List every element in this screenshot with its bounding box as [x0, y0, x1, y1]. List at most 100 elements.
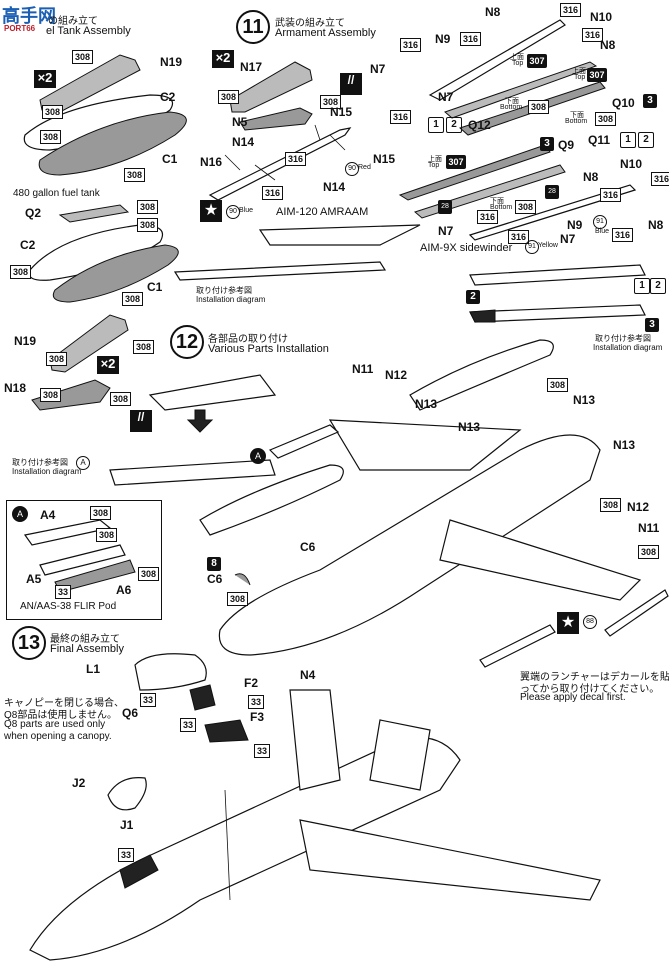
- color-code-28: 28: [438, 200, 452, 214]
- circled-3-b: 3: [540, 137, 554, 151]
- color-yellow: Yellow: [538, 242, 558, 249]
- launcher-mid-1: [398, 144, 551, 201]
- part-label-n7-c: N7: [438, 224, 454, 238]
- circled-1-a: 1: [428, 117, 444, 133]
- aircraft-c6-part: [234, 573, 251, 586]
- color-code-307-b: 307: [587, 68, 607, 82]
- top-en: Top: [512, 60, 524, 67]
- color-code-307-c: 307: [446, 155, 466, 169]
- color-code: 308: [515, 200, 537, 214]
- part-label-n8: N8: [485, 5, 501, 19]
- part-label-q2: Q2: [25, 206, 42, 220]
- color-code: 308: [46, 352, 68, 366]
- color-code: 308: [96, 528, 118, 542]
- part-label-n15: N15: [330, 105, 353, 119]
- fuel-tank-half-c1: [38, 111, 187, 176]
- aircraft-wing-right: [439, 519, 642, 601]
- color-code: 308: [122, 292, 144, 306]
- install-detail-fuselage: [109, 459, 276, 486]
- color-code-90: 90: [345, 162, 359, 176]
- step13-title-jp: 最終の組み立て: [50, 634, 120, 645]
- multiplier-x2-armament: ×2: [212, 50, 234, 68]
- part-label-c6-b: C6: [207, 572, 223, 586]
- part-label-n5: N5: [232, 115, 248, 129]
- bottom-jp-c: 下面: [490, 198, 504, 205]
- flir-caption: AN/AAS-38 FLIR Pod: [20, 601, 117, 612]
- pylon-n18: [31, 379, 111, 411]
- step-number-12: 12: [170, 325, 204, 359]
- canopy-note-en1: Q8 parts are used only: [4, 719, 106, 730]
- part-label-n13-d: N13: [613, 438, 636, 452]
- part-label-n18: N18: [4, 381, 27, 395]
- color-code-8: 8: [207, 557, 221, 571]
- final-canopy-l1: [134, 653, 207, 691]
- step12-title-jp: 各部品の取り付け: [208, 334, 288, 345]
- fuel-tank2-half-c2: [28, 224, 164, 281]
- color-code: 33: [180, 718, 197, 732]
- amraam-missile: [208, 127, 352, 201]
- launcher-mid-2: [413, 164, 566, 219]
- sidewinder-lower: [468, 184, 637, 241]
- flir-callout-a: A: [12, 506, 28, 522]
- pylon-n17: [229, 61, 313, 113]
- aircraft-launcher-right: [604, 589, 669, 637]
- part-label-n13-b: N13: [458, 420, 481, 434]
- install-detail-arrow: [186, 409, 214, 433]
- launcher-upper-1: [444, 61, 598, 119]
- color-code-307: 307: [527, 54, 547, 68]
- part-label-n9: N9: [435, 32, 451, 46]
- sidewinder-upper: [428, 19, 566, 101]
- color-code: 308: [72, 50, 94, 64]
- part-label-n17: N17: [240, 60, 263, 74]
- callout-a-main: A: [250, 448, 266, 464]
- color-code: 308: [124, 168, 146, 182]
- bottom-jp-b: 下面: [570, 112, 584, 119]
- part-label-c2: C2: [160, 90, 176, 104]
- install-detail-wing: [148, 374, 277, 411]
- sidewinder-caption: AIM-9X sidewinder: [420, 242, 513, 254]
- final-vertical-tail: [289, 689, 341, 791]
- color-code-88: 88: [583, 615, 597, 629]
- flir-pod-box: [6, 500, 162, 620]
- color-code: 316: [600, 188, 622, 202]
- part-label-n10: N10: [590, 10, 613, 24]
- launcher-note-jp2: ってから取り付けてください。: [520, 684, 660, 695]
- circled-2-d: 2: [466, 290, 480, 304]
- multiplier-x2-pylon: ×2: [97, 356, 119, 374]
- part-label-f2: F2: [244, 676, 259, 690]
- final-part-f3: [204, 719, 249, 743]
- part-label-n9-b: N9: [567, 218, 583, 232]
- launcher-note-en: Please apply decal first.: [520, 692, 626, 703]
- part-label-q9: Q9: [558, 138, 575, 152]
- step-number-13: 13: [12, 626, 46, 660]
- color-code: 308: [595, 112, 617, 126]
- final-part-f2: [189, 684, 216, 711]
- color-code: 308: [528, 100, 550, 114]
- top-en-b: Top: [574, 74, 586, 81]
- fuel-tank-pylon-q2: [58, 204, 130, 223]
- aircraft-fuel-tank-left: [199, 464, 344, 536]
- part-label-c2-b: C2: [20, 238, 36, 252]
- color-code: 308: [320, 95, 342, 109]
- final-leader-line: [224, 789, 231, 901]
- fuel-tank2-half-c1: [52, 244, 179, 303]
- color-code: 308: [133, 340, 155, 354]
- callout-a-small: A: [76, 456, 90, 470]
- fuel-step-jp: の組み立て: [48, 16, 98, 27]
- color-code: 308: [137, 200, 159, 214]
- watermark-logo: 高手网 PORT66: [2, 2, 62, 36]
- pylon-n5: [239, 107, 313, 131]
- part-label-q12: Q12: [468, 118, 491, 132]
- color-code: 316: [285, 152, 307, 166]
- bottom-en-b: Bottom: [565, 118, 588, 125]
- part-label-c1-b: C1: [147, 280, 163, 294]
- bottom-jp: 下面: [505, 98, 519, 105]
- color-code: 316: [400, 38, 422, 52]
- part-label-n14-b: N14: [323, 180, 346, 194]
- part-label-n10-b: N10: [620, 157, 643, 171]
- pylon-n19-lower: [49, 314, 129, 373]
- circled-1-b: 1: [620, 132, 636, 148]
- color-code: 308: [227, 592, 249, 606]
- sidewinder-install-en: Installation diagram: [593, 343, 663, 352]
- part-label-n19: N19: [160, 55, 183, 69]
